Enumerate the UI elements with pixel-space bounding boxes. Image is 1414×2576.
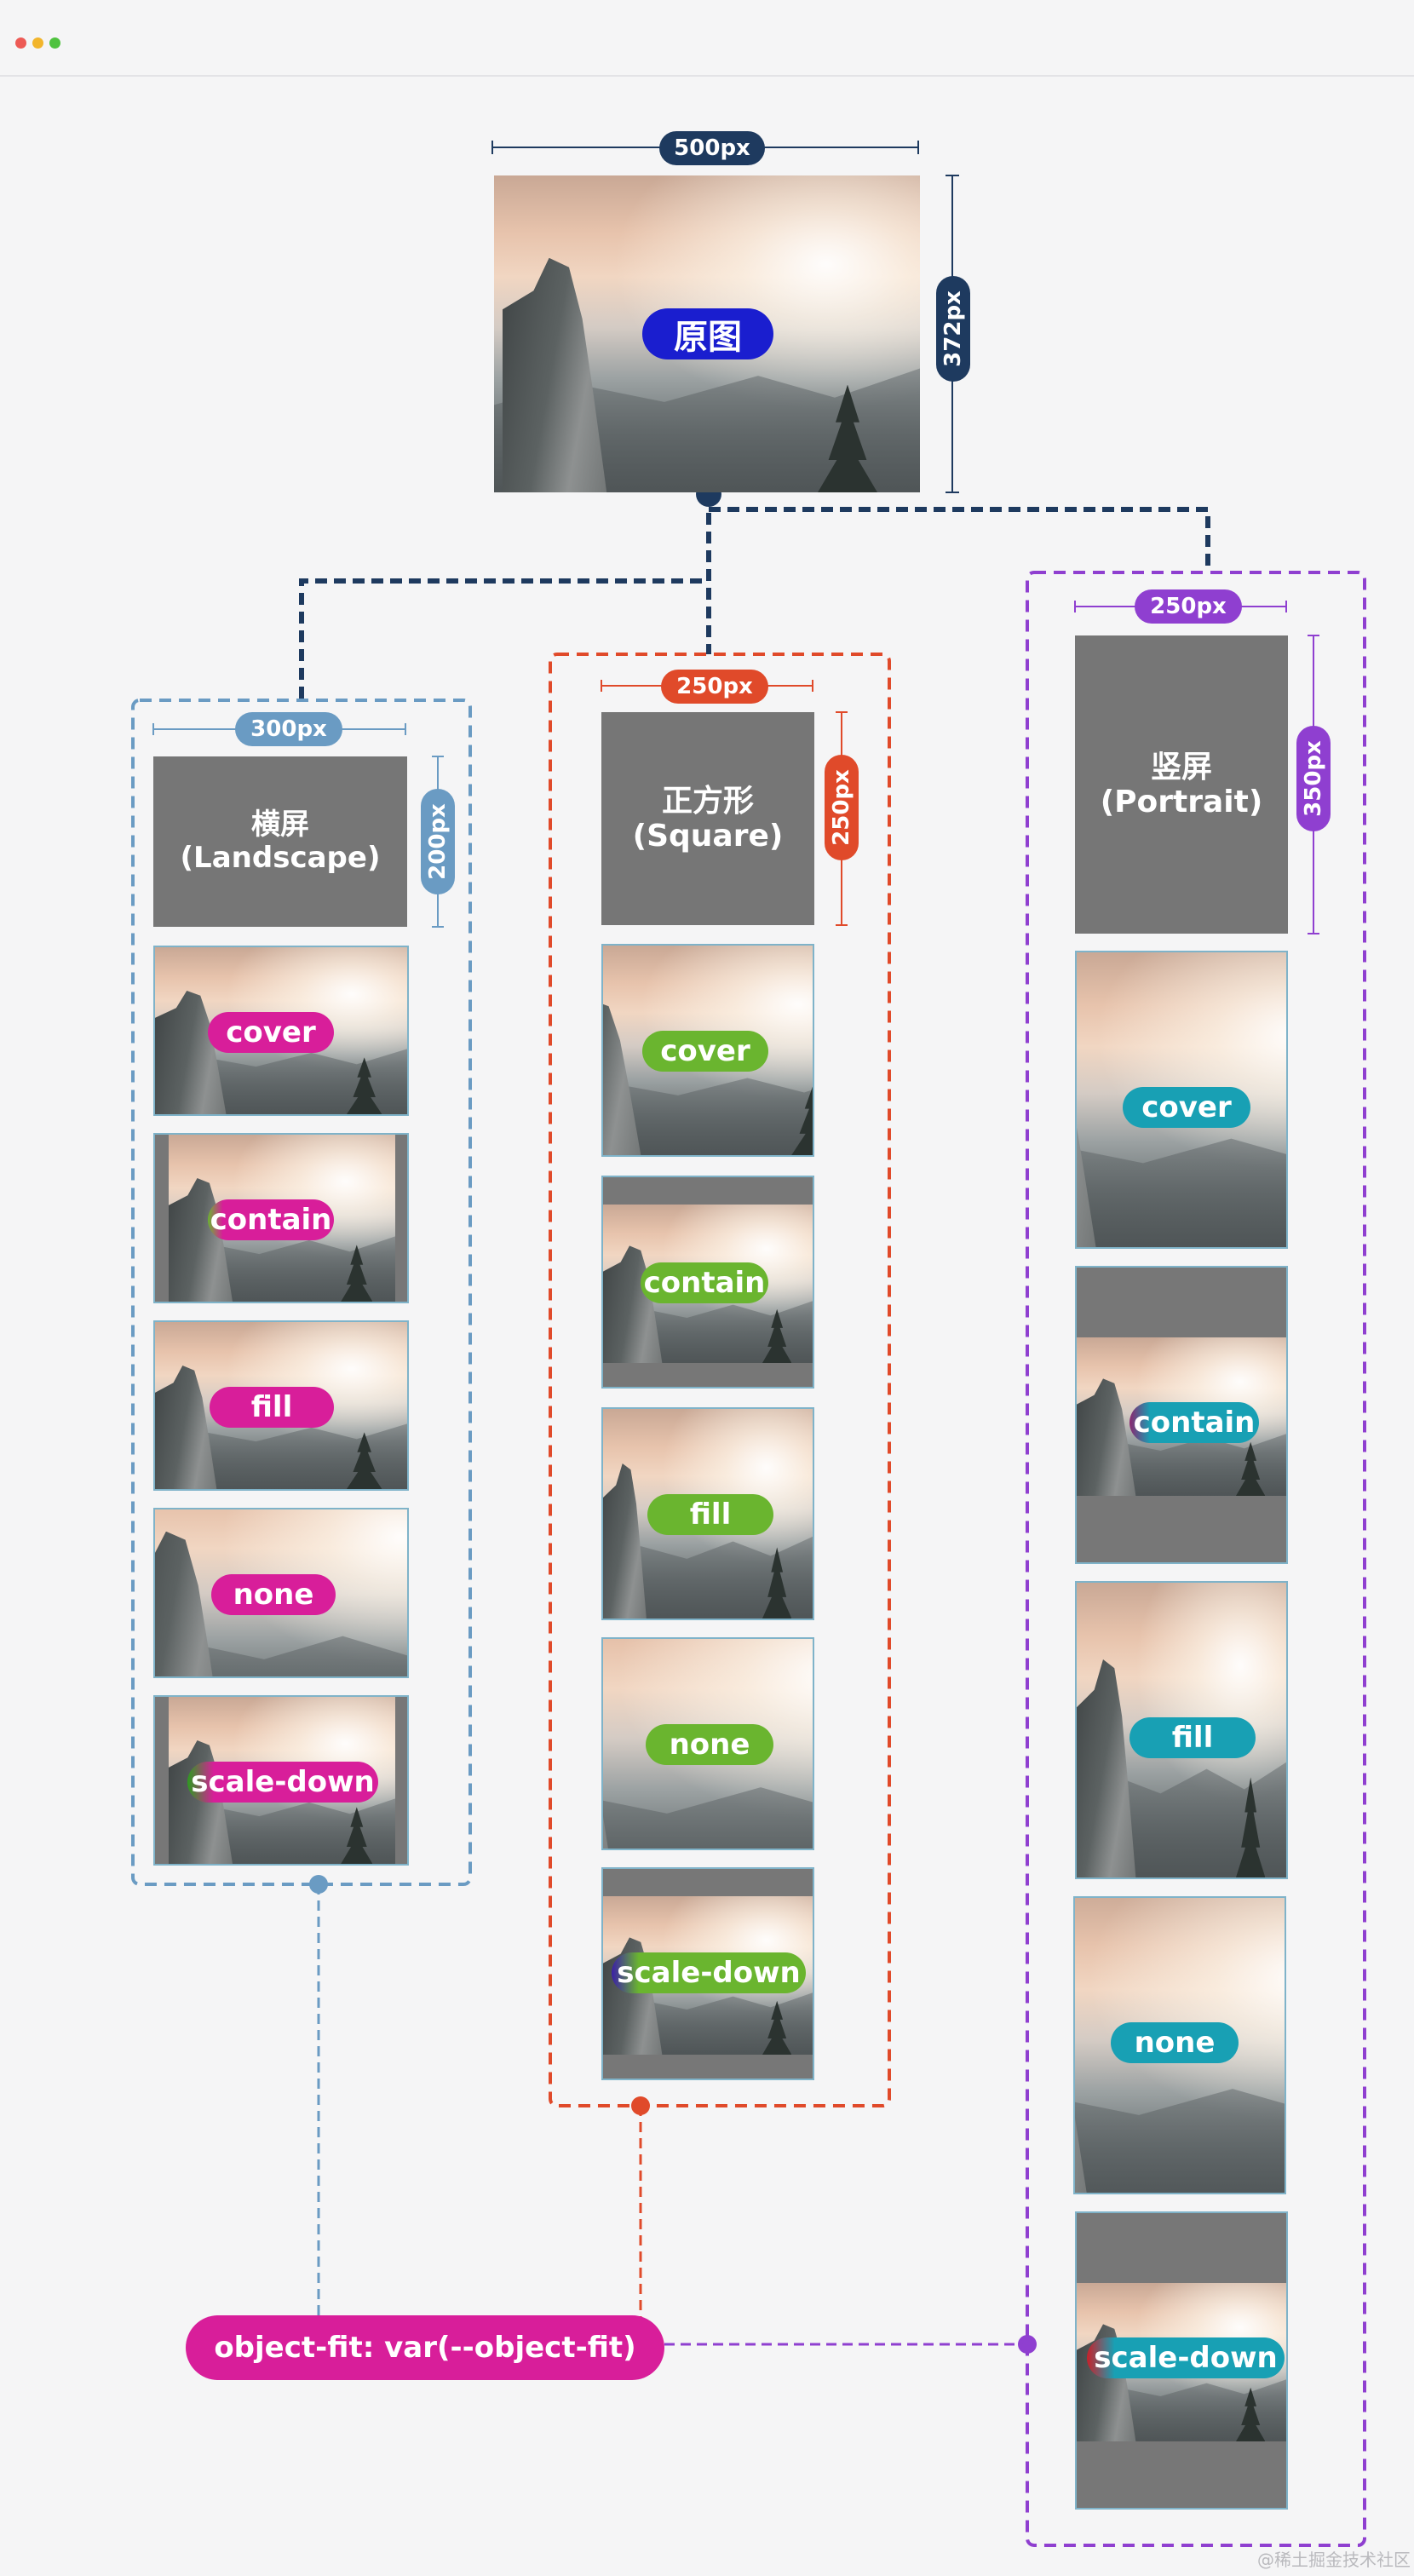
square-height-badge: 250px	[825, 755, 859, 860]
original-width-badge: 500px	[659, 131, 765, 165]
fit-tag-cover: cover	[642, 1031, 768, 1072]
portrait-container: 竖屏 (Portrait)	[1075, 635, 1288, 934]
landscape-none-card: none	[153, 1508, 409, 1678]
fit-tag-cover: cover	[1123, 1087, 1250, 1128]
original-image	[494, 175, 920, 492]
portrait-width-badge: 250px	[1135, 589, 1242, 624]
landscape-fill-card: fill	[153, 1320, 409, 1491]
original-tag: 原图	[642, 308, 773, 359]
fit-tag-scale-down: scale-down	[612, 1952, 806, 1993]
landscape-scale-down-card: scale-down	[153, 1695, 409, 1866]
css-rule-badge: object-fit: var(--object-fit)	[186, 2315, 664, 2380]
square-title: 正方形	[661, 783, 754, 819]
fit-tag-contain: contain	[208, 1199, 334, 1240]
fit-tag-scale-down: scale-down	[187, 1762, 378, 1803]
watermark: @稀土掘金技术社区	[1257, 2550, 1411, 2570]
fit-tag-contain: contain	[641, 1262, 768, 1303]
square-width-badge: 250px	[661, 670, 768, 704]
fit-tag-contain: contain	[1129, 1402, 1259, 1443]
landscape-width-badge: 300px	[235, 712, 342, 746]
portrait-scale-down-card: scale-down	[1075, 2211, 1288, 2510]
portrait-title: 竖屏	[1150, 749, 1212, 785]
window-titlebar	[0, 0, 1414, 77]
square-none-card: none	[601, 1637, 814, 1850]
window-close-dot[interactable]	[15, 37, 26, 49]
square-contain-card: contain	[601, 1176, 814, 1389]
original-height-badge: 372px	[936, 276, 970, 382]
square-subtitle: (Square)	[632, 819, 784, 854]
fit-tag-none: none	[211, 1574, 336, 1615]
square-cover-card: cover	[601, 944, 814, 1157]
portrait-fill-card: fill	[1075, 1581, 1288, 1879]
landscape-title: 横屏	[251, 807, 309, 842]
square-scale-down-card: scale-down	[601, 1867, 814, 2080]
portrait-subtitle: (Portrait)	[1100, 785, 1263, 819]
window-minimize-dot[interactable]	[32, 37, 43, 49]
fit-tag-fill: fill	[1129, 1717, 1256, 1758]
landscape-cover-card: cover	[153, 946, 409, 1116]
landscape-container: 横屏 (Landscape)	[153, 756, 407, 927]
fit-tag-scale-down: scale-down	[1087, 2337, 1285, 2378]
fit-tag-fill: fill	[647, 1494, 773, 1535]
portrait-cover-card: cover	[1075, 951, 1288, 1249]
landscape-contain-card: contain	[153, 1133, 409, 1303]
portrait-contain-card: contain	[1075, 1266, 1288, 1564]
landscape-subtitle: (Landscape)	[180, 841, 381, 875]
fit-tag-fill: fill	[210, 1387, 334, 1428]
fit-tag-cover: cover	[208, 1012, 334, 1053]
fit-tag-none: none	[646, 1724, 773, 1765]
square-fill-card: fill	[601, 1407, 814, 1620]
landscape-height-badge: 200px	[421, 789, 455, 894]
window-maximize-dot[interactable]	[49, 37, 60, 49]
portrait-none-card: none	[1073, 1896, 1286, 2194]
square-container: 正方形 (Square)	[601, 712, 814, 925]
portrait-height-badge: 350px	[1296, 726, 1331, 831]
fit-tag-none: none	[1111, 2022, 1239, 2063]
